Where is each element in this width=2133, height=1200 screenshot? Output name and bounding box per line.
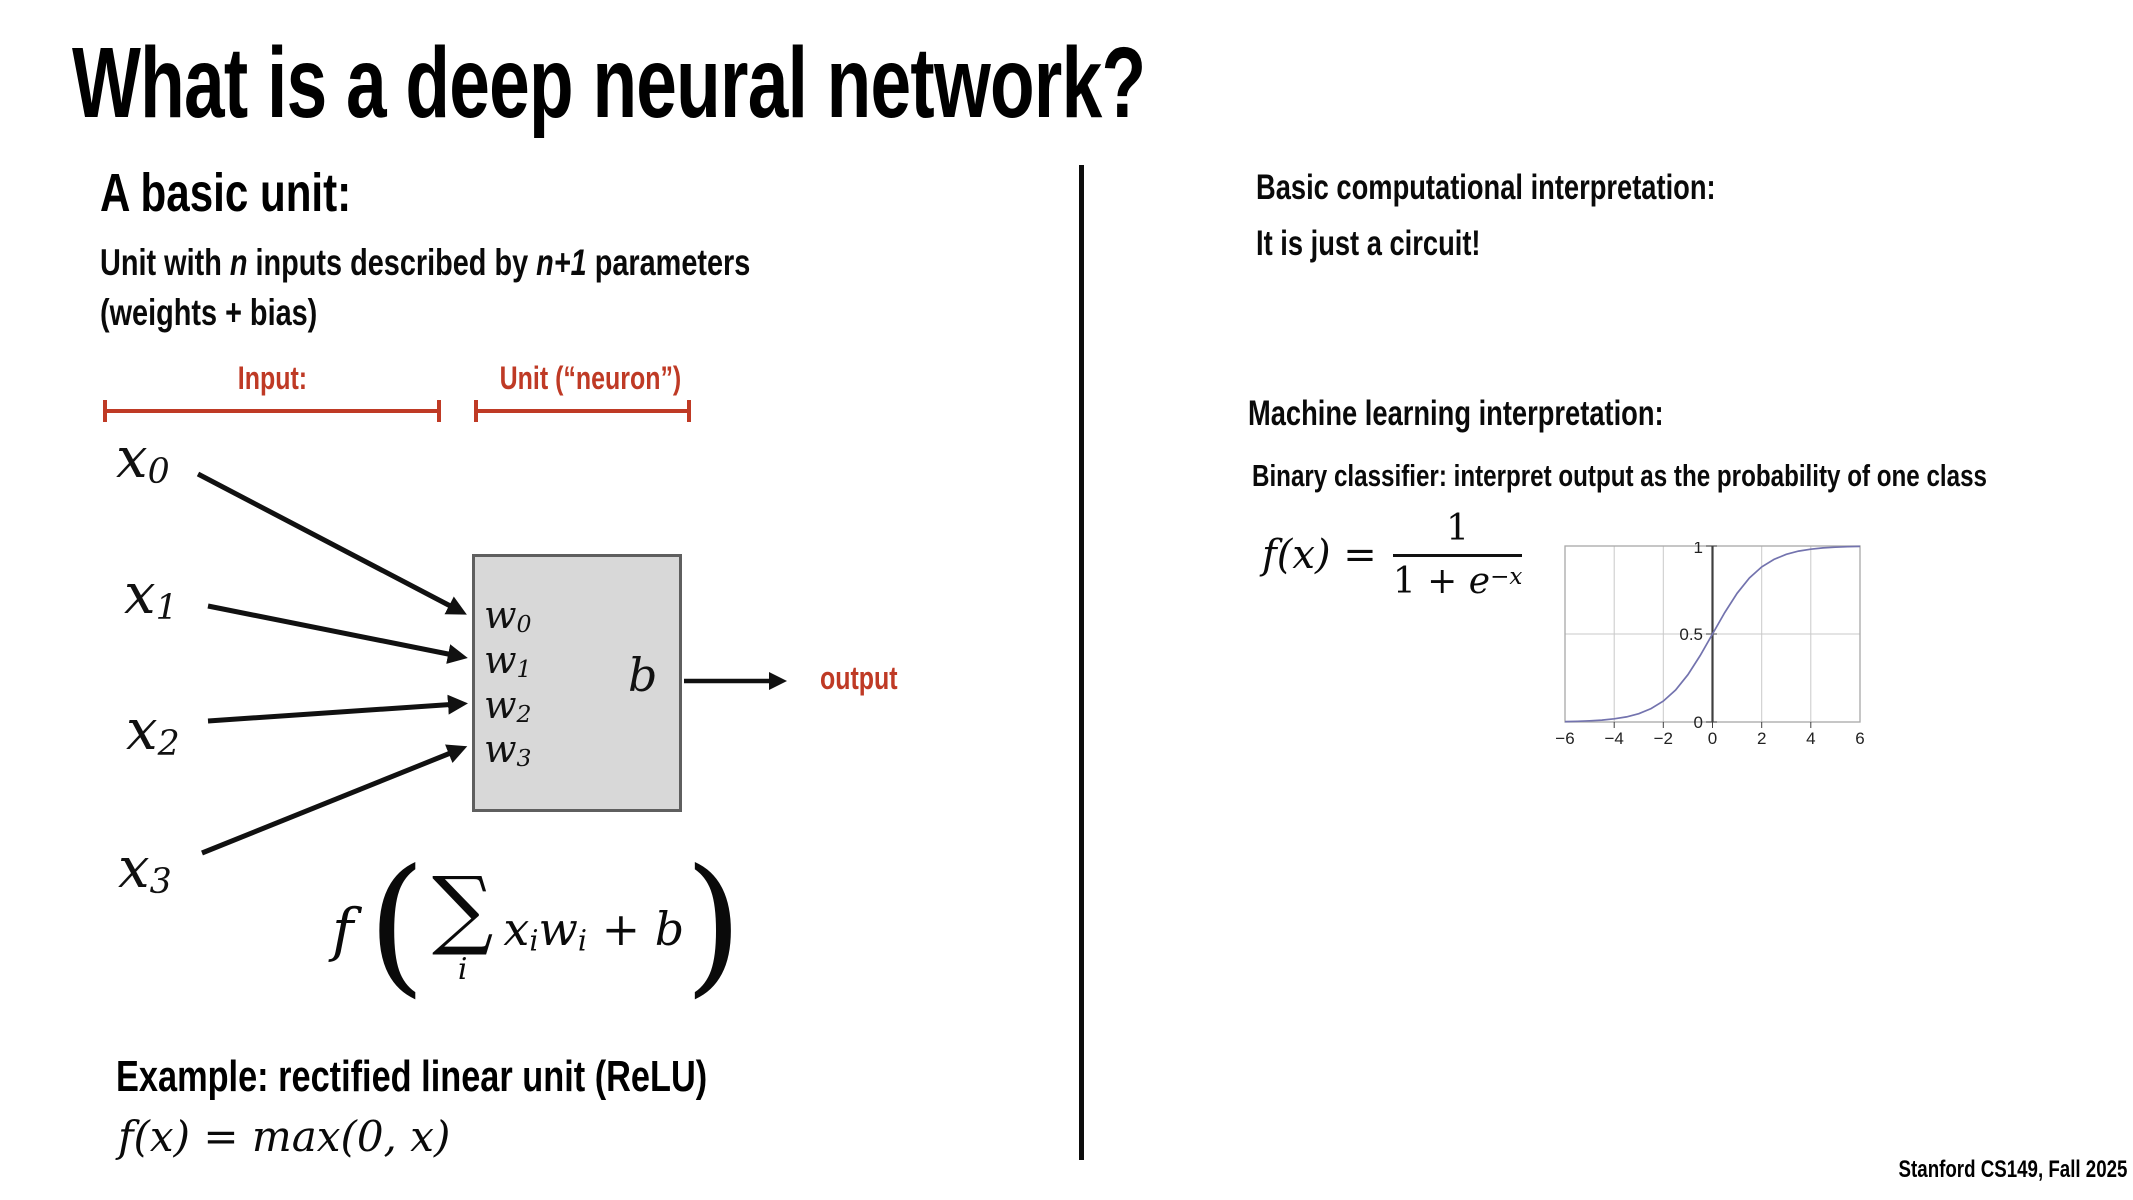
output-label: output (820, 660, 898, 696)
sigmoid-formula: f(x) = 1 1 + e−x (1262, 508, 1523, 602)
sum-term: xiwi + b (503, 902, 685, 958)
input-x3-label: x3 (118, 836, 172, 903)
x-tick-label: 0 (1708, 729, 1717, 748)
slide-footer: Stanford CS149, Fall 2025 (1898, 1156, 2127, 1183)
ml-heading: Machine learning interpretation: (1248, 394, 1664, 433)
relu-formula: f(x) = max(0, x) (118, 1112, 451, 1161)
x-tick-label: −6 (1555, 729, 1574, 748)
arrow-x0-to-unit (196, 471, 467, 615)
bracket-cap-left (474, 400, 478, 422)
bracket-bar (103, 409, 441, 413)
fraction-bar (1392, 554, 1523, 557)
relu-heading: Example: rectified linear unit (ReLU) (116, 1052, 708, 1101)
weight-w0-label: w0 (484, 593, 532, 638)
x-tick-label: 4 (1806, 729, 1815, 748)
y-tick-label: 0 (1694, 713, 1703, 732)
x-tick-label: 2 (1757, 729, 1766, 748)
bracket-cap-right (437, 400, 441, 422)
unit-range-bracket (474, 400, 691, 422)
x-tick-label: −2 (1654, 729, 1673, 748)
x-tick-label: 6 (1855, 729, 1864, 748)
sigmoid-curve (1564, 545, 1861, 723)
arrow-x1-to-unit (207, 603, 468, 664)
column-divider (1079, 165, 1084, 1160)
unit-description: Unit with n inputs described by n+1 para… (100, 242, 751, 333)
fraction: 1 1 + e−x (1392, 508, 1523, 602)
input-range-bracket (103, 400, 441, 422)
input-range-label: Input: (237, 360, 307, 396)
bracket-bar (474, 409, 691, 413)
computational-heading: Basic computational interpretation: (1256, 168, 1716, 207)
unit-range-label: Unit (“neuron”) (499, 360, 682, 396)
summation-symbol: ∑ i (432, 858, 494, 988)
bracket-cap-right (687, 400, 691, 422)
bracket-cap-left (103, 400, 107, 422)
arrow-x2-to-unit (207, 694, 468, 724)
basic-unit-heading: A basic unit: (100, 163, 352, 223)
computational-subline: It is just a circuit! (1256, 224, 1481, 263)
page-title: What is a deep neural network? (72, 26, 1542, 141)
input-x0-label: x0 (116, 426, 170, 493)
sum-formula: f ( ∑ i xiwi + b ) (332, 838, 743, 1012)
input-x1-label: x1 (124, 562, 178, 629)
binary-classifier-line: Binary classifier: interpret output as t… (1252, 458, 1987, 493)
bias-label: b (628, 648, 658, 702)
weight-w2-label: w2 (484, 683, 532, 728)
page-title-text: What is a deep neural network? (72, 27, 1146, 139)
x-tick-label: −4 (1605, 729, 1624, 748)
neuron-unit-box (472, 554, 682, 812)
weight-w1-label: w1 (484, 638, 532, 683)
y-tick-label: 1 (1694, 542, 1703, 557)
y-tick-label: 0.5 (1679, 625, 1703, 644)
weight-w3-label: w3 (484, 727, 532, 772)
sigmoid-plot: −6 −4 −2 0 2 4 6 0 0.5 1 (1555, 542, 1864, 748)
input-x2-label: x2 (126, 698, 180, 765)
